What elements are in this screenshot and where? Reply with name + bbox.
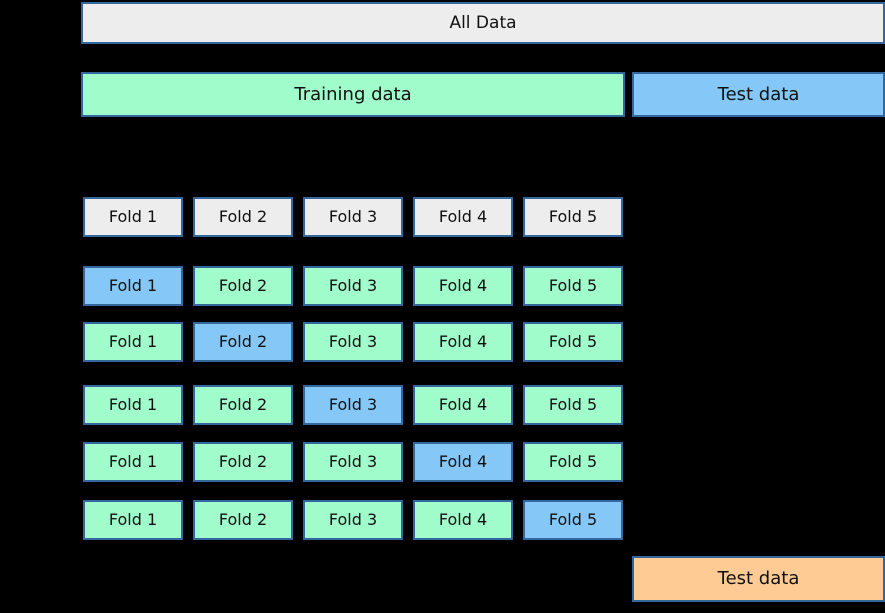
split2-fold4-train-cell: Fold 4 <box>413 322 513 362</box>
fold-cell-label: Fold 3 <box>328 332 378 351</box>
split3-fold1-train-cell: Fold 1 <box>83 385 183 425</box>
split2-fold5-train-cell: Fold 5 <box>523 322 623 362</box>
fold-header-label: Fold 1 <box>108 207 158 226</box>
split3-fold4-train-cell: Fold 4 <box>413 385 513 425</box>
fold-cell-label: Fold 1 <box>108 276 158 295</box>
fold-cell-label: Fold 3 <box>328 395 378 414</box>
split3-fold3-test-cell: Fold 3 <box>303 385 403 425</box>
fold-cell-label: Fold 3 <box>328 276 378 295</box>
split1-fold1-test-cell: Fold 1 <box>83 266 183 306</box>
fold-cell-label: Fold 4 <box>438 510 488 529</box>
split5-fold1-train-cell: Fold 1 <box>83 500 183 540</box>
fold-header-cell-2: Fold 2 <box>193 197 293 237</box>
split1-fold4-train-cell: Fold 4 <box>413 266 513 306</box>
fold-header-cell-3: Fold 3 <box>303 197 403 237</box>
split2-fold1-train-cell: Fold 1 <box>83 322 183 362</box>
split5-fold3-train-cell: Fold 3 <box>303 500 403 540</box>
fold-cell-label: Fold 2 <box>218 395 268 414</box>
training-data-bar: Training data <box>81 72 625 117</box>
fold-cell-label: Fold 5 <box>548 452 598 471</box>
fold-cell-label: Fold 2 <box>218 452 268 471</box>
split2-fold2-test-cell: Fold 2 <box>193 322 293 362</box>
fold-cell-label: Fold 1 <box>108 510 158 529</box>
split5-fold5-test-cell: Fold 5 <box>523 500 623 540</box>
fold-cell-label: Fold 4 <box>438 332 488 351</box>
all-data-label: All Data <box>449 12 517 33</box>
fold-header-label: Fold 5 <box>548 207 598 226</box>
fold-header-label: Fold 3 <box>328 207 378 226</box>
split1-fold2-train-cell: Fold 2 <box>193 266 293 306</box>
split4-fold5-train-cell: Fold 5 <box>523 442 623 482</box>
fold-cell-label: Fold 4 <box>438 395 488 414</box>
split5-fold4-train-cell: Fold 4 <box>413 500 513 540</box>
fold-cell-label: Fold 4 <box>438 276 488 295</box>
split3-fold2-train-cell: Fold 2 <box>193 385 293 425</box>
all-data-bar: All Data <box>81 2 885 44</box>
split4-fold1-train-cell: Fold 1 <box>83 442 183 482</box>
split4-fold2-train-cell: Fold 2 <box>193 442 293 482</box>
split1-fold3-train-cell: Fold 3 <box>303 266 403 306</box>
test-data-label: Test data <box>717 83 800 105</box>
fold-header-cell-5: Fold 5 <box>523 197 623 237</box>
fold-cell-label: Fold 2 <box>218 332 268 351</box>
split1-fold5-train-cell: Fold 5 <box>523 266 623 306</box>
split4-fold4-test-cell: Fold 4 <box>413 442 513 482</box>
split2-fold3-train-cell: Fold 3 <box>303 322 403 362</box>
fold-cell-label: Fold 3 <box>328 510 378 529</box>
fold-header-cell-4: Fold 4 <box>413 197 513 237</box>
fold-header-label: Fold 4 <box>438 207 488 226</box>
fold-cell-label: Fold 4 <box>438 452 488 471</box>
fold-header-cell-1: Fold 1 <box>83 197 183 237</box>
fold-cell-label: Fold 3 <box>328 452 378 471</box>
split5-fold2-train-cell: Fold 2 <box>193 500 293 540</box>
training-data-label: Training data <box>294 83 412 105</box>
fold-cell-label: Fold 5 <box>548 510 598 529</box>
fold-cell-label: Fold 5 <box>548 332 598 351</box>
final-test-data-bar: Test data <box>632 556 885 602</box>
fold-header-label: Fold 2 <box>218 207 268 226</box>
split3-fold5-train-cell: Fold 5 <box>523 385 623 425</box>
test-data-bar: Test data <box>632 72 885 117</box>
fold-cell-label: Fold 5 <box>548 395 598 414</box>
fold-cell-label: Fold 1 <box>108 395 158 414</box>
fold-cell-label: Fold 2 <box>218 510 268 529</box>
split4-fold3-train-cell: Fold 3 <box>303 442 403 482</box>
fold-cell-label: Fold 2 <box>218 276 268 295</box>
fold-cell-label: Fold 5 <box>548 276 598 295</box>
final-test-data-label: Test data <box>717 568 800 589</box>
fold-cell-label: Fold 1 <box>108 452 158 471</box>
fold-cell-label: Fold 1 <box>108 332 158 351</box>
